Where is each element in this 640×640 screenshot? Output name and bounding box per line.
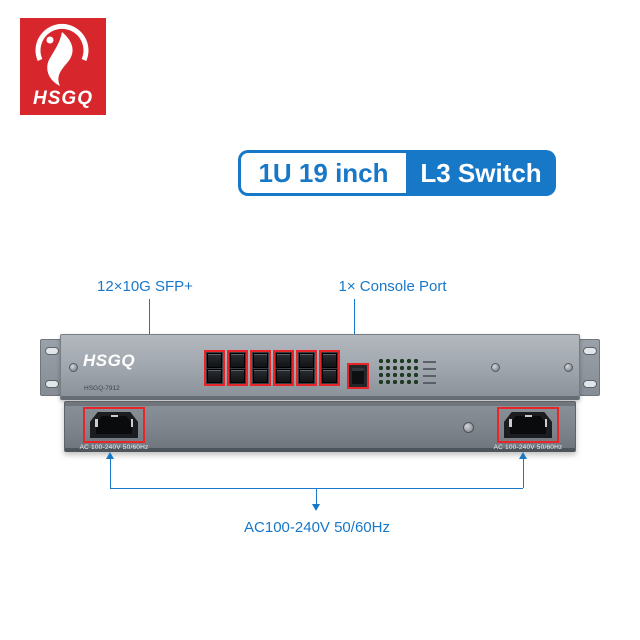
power-center-arrow-icon [312,504,320,511]
screw [69,363,78,372]
front-panel-brand: HSGQ [83,351,136,370]
banner-type-label: L3 Switch [406,150,556,196]
led-label-mark [423,361,436,363]
socket-pin [130,419,133,427]
socket-recess [510,416,546,434]
led-indicator [414,380,418,384]
mounting-hole [583,380,597,388]
banner-size-label: 1U 19 inch [238,150,406,196]
console-pointer-line [354,299,355,352]
power-inlet-highlight [83,407,145,443]
screw [564,363,573,372]
power-rating-label: AC 100-240V 50/60Hz [493,444,563,451]
led-indicator [386,359,390,363]
brand-logo: HSGQ [20,18,106,115]
led-indicator [386,373,390,377]
mounting-hole [45,347,59,355]
iec-c14-socket-icon [90,412,138,438]
sfp-cage [319,350,340,386]
led-indicator [414,373,418,377]
sfp-cage [227,350,248,386]
sfp-port [207,353,222,368]
led-label-mark [423,382,436,384]
led-indicator [379,373,383,377]
mounting-hole [45,380,59,388]
sfp-port [253,353,268,368]
power-rating-label: AC 100-240V 50/60Hz [79,444,149,451]
socket-pin [110,414,118,417]
power-inlet-right: AC 100-240V 50/60Hz [493,407,563,451]
led-indicator [407,373,411,377]
power-center-line [316,488,317,505]
switch-front-panel: HSGQ HSGQ-7912 [60,334,580,400]
sfp-port [276,353,291,368]
power-left-pointer-line [110,455,111,488]
sfp-port [276,368,291,383]
ground-screw [463,422,474,433]
sfp-port [299,368,314,383]
front-panel-model: HSGQ-7912 [84,385,120,392]
brand-logo-icon [35,23,89,86]
socket-pin [95,419,98,427]
power-annotation: AC100-240V 50/60Hz [244,519,390,536]
led-indicator [400,359,404,363]
sfp-port [322,353,337,368]
sfp-port [322,368,337,383]
sfp-cage-row [204,350,340,386]
sfp-cage [250,350,271,386]
socket-pin [509,419,512,427]
led-indicator [393,359,397,363]
screw [491,363,500,372]
led-indicator [379,359,383,363]
led-label-mark [423,368,436,370]
led-indicator [379,366,383,370]
power-right-pointer-line [523,455,524,488]
led-indicator [393,380,397,384]
title-banner: 1U 19 inch L3 Switch [238,150,556,196]
console-port [347,363,369,389]
brand-logo-text: HSGQ [33,88,93,109]
sfp-cage [296,350,317,386]
led-indicator [400,366,404,370]
power-inlet-highlight [497,407,559,443]
rj45-jack-icon [352,368,364,384]
led-indicator [386,366,390,370]
sfp-port [253,368,268,383]
rack-ear-left [40,339,62,396]
sfp-port [207,368,222,383]
led-indicator [393,373,397,377]
led-grid [379,359,418,384]
sfp-cage [204,350,225,386]
led-indicator [407,359,411,363]
rack-ear-right [578,339,600,396]
sfp-port [230,368,245,383]
led-indicator [400,380,404,384]
sfp-pointer-line [149,299,150,346]
led-indicator [407,380,411,384]
socket-pin [524,414,532,417]
socket-recess [96,416,132,434]
iec-c14-socket-icon [504,412,552,438]
console-annotation: 1× Console Port [338,278,447,295]
led-label-mark [423,375,436,377]
sfp-cage [273,350,294,386]
sfp-annotation: 12×10G SFP+ [97,278,193,295]
led-indicator [379,380,383,384]
led-indicator [386,380,390,384]
sfp-port [299,353,314,368]
led-indicator [414,359,418,363]
led-indicator [400,373,404,377]
led-indicator [414,366,418,370]
socket-pin [544,419,547,427]
led-indicator [393,366,397,370]
switch-rear-panel: AC 100-240V 50/60Hz AC 100-240V 50/60Hz [64,401,576,452]
power-inlet-left: AC 100-240V 50/60Hz [79,407,149,451]
mounting-hole [583,347,597,355]
sfp-port [230,353,245,368]
led-indicator [407,366,411,370]
